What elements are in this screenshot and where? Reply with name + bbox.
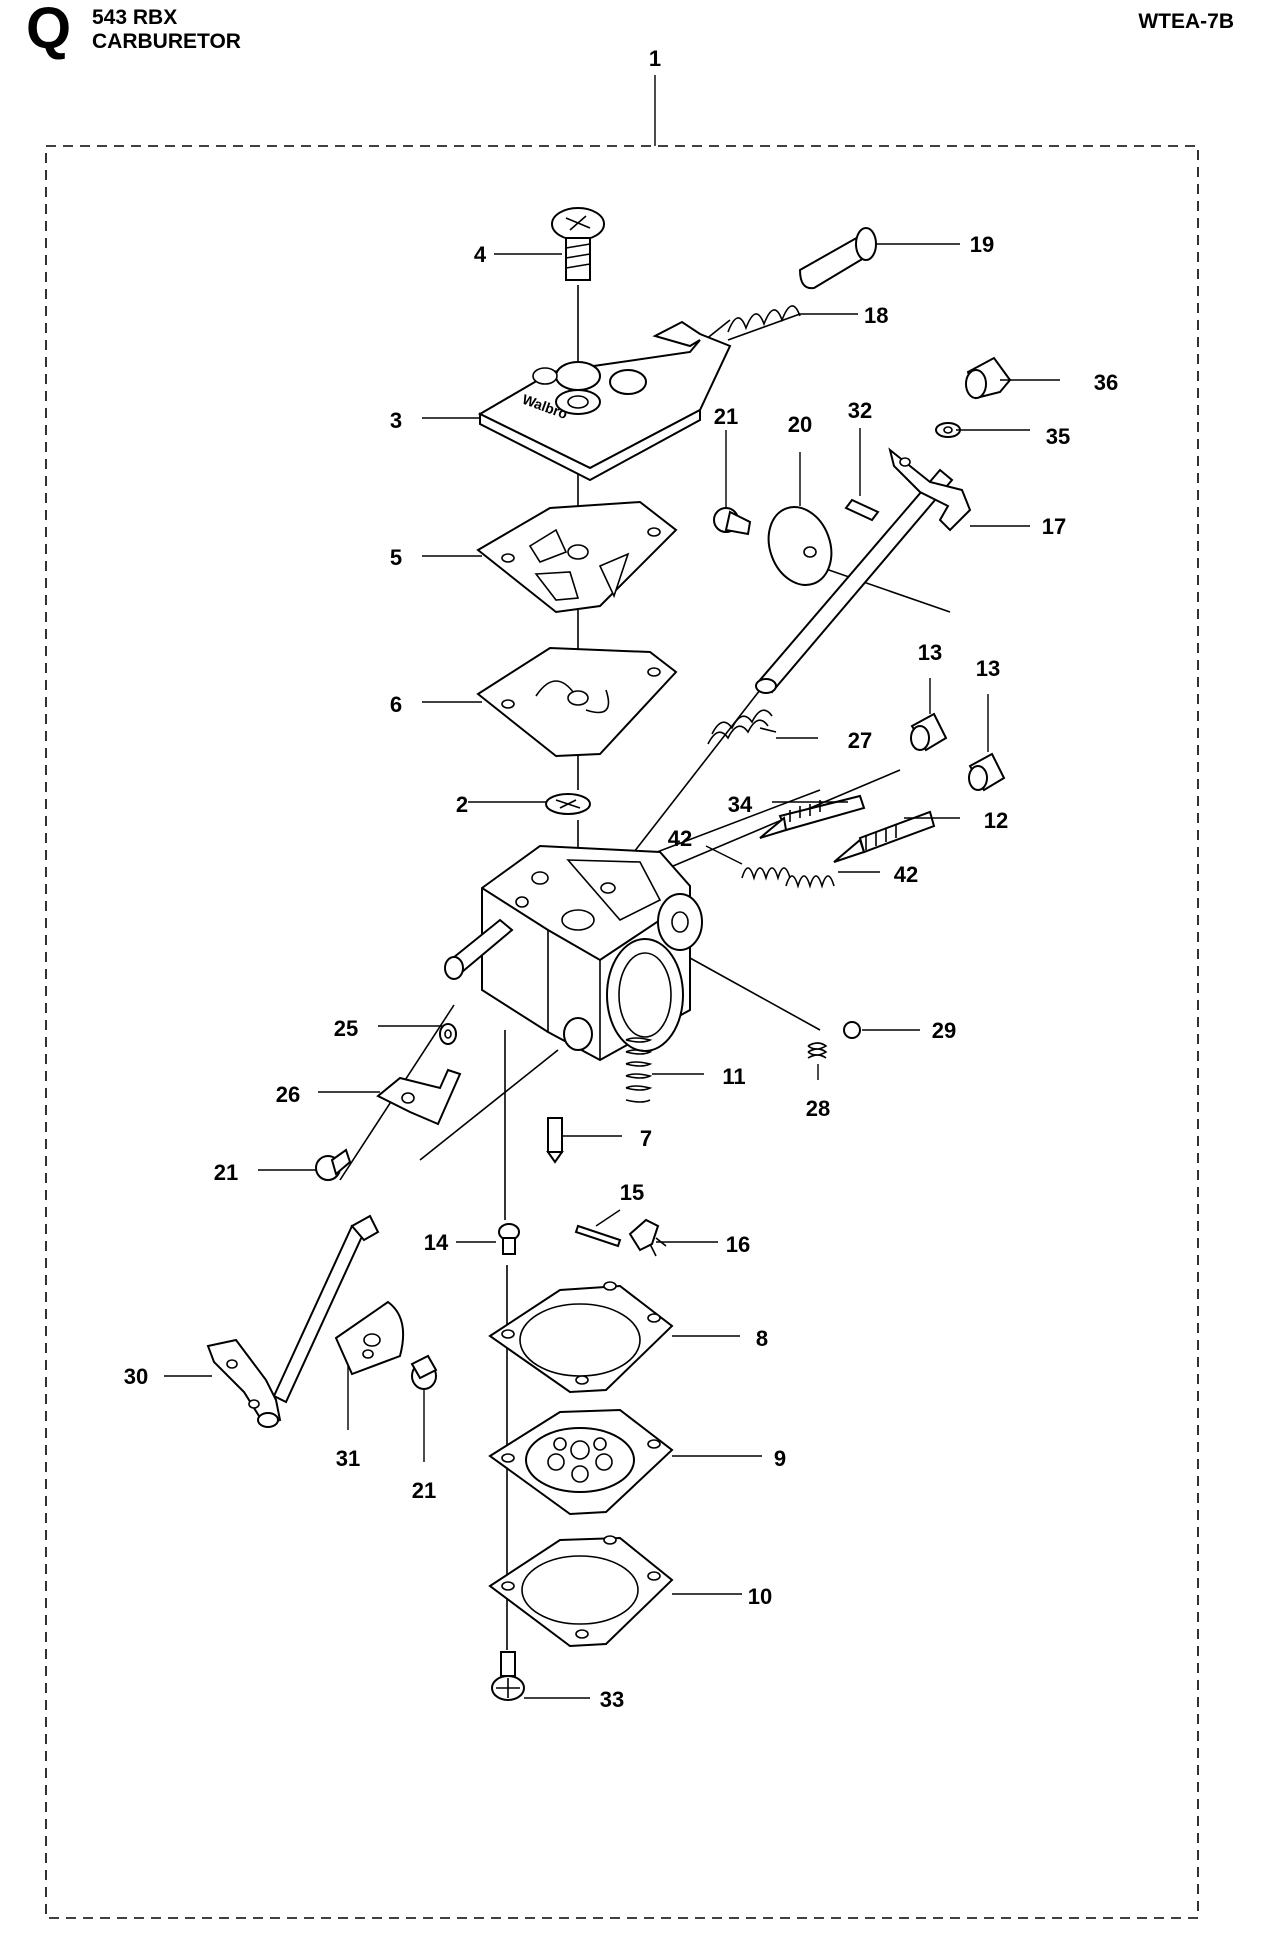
callout-28: 28 (806, 1096, 830, 1121)
part-12-needle (833, 810, 936, 863)
part-34-needle (759, 794, 866, 839)
callout-21-upper: 21 (714, 404, 738, 429)
callout-15: 15 (620, 1180, 644, 1205)
callouts: 1 4 19 18 36 3 21 20 32 35 17 5 13 13 6 … (124, 46, 1118, 1712)
part-26-lever (376, 1068, 462, 1126)
callout-5: 5 (390, 545, 402, 570)
drawing-code: WTEA-7B (1138, 10, 1234, 33)
part-42-spring (785, 875, 835, 889)
part-35-washer (935, 422, 961, 438)
part-29-ball (843, 1021, 861, 1039)
part-32-clip (844, 498, 880, 522)
part-6-diaphragm (476, 646, 678, 758)
part-2-screen (545, 793, 591, 815)
callout-21-lower: 21 (412, 1478, 436, 1503)
callout-42-right: 42 (894, 862, 918, 887)
part-21-screw (410, 1354, 438, 1390)
part-8-gasket (488, 1281, 674, 1394)
part-28-spring (807, 1042, 828, 1059)
part-5-gasket (476, 500, 678, 614)
part-10-gasket (488, 1535, 674, 1648)
callout-20: 20 (788, 412, 812, 437)
part-15-pin (574, 1224, 622, 1248)
callout-17: 17 (1042, 514, 1066, 539)
callout-27: 27 (848, 728, 872, 753)
callout-7: 7 (640, 1126, 652, 1151)
callout-8: 8 (756, 1326, 768, 1351)
callout-2: 2 (456, 792, 468, 817)
callout-13-right: 13 (976, 656, 1000, 681)
part-13-limiter-cap (910, 712, 948, 752)
callout-21-left: 21 (214, 1160, 238, 1185)
callout-19: 19 (970, 232, 994, 257)
part-30-choke-shaft (206, 1214, 380, 1428)
callout-1: 1 (649, 46, 661, 71)
leader-lines (164, 243, 1060, 1699)
part-9-diaphragm (488, 1408, 674, 1516)
model-name: 543 RBX (92, 6, 178, 29)
callout-34: 34 (728, 792, 753, 817)
callout-16: 16 (726, 1232, 750, 1257)
part-21-screw (713, 507, 752, 536)
callout-25: 25 (334, 1016, 358, 1041)
part-21-screw (315, 1148, 352, 1181)
section-letter: Q (26, 0, 72, 61)
callout-12: 12 (984, 808, 1008, 833)
part-14-screw (498, 1223, 520, 1255)
callout-42-left: 42 (668, 826, 692, 851)
part-3-pump-cover: Walbro (477, 320, 732, 482)
part-25-washer (439, 1023, 457, 1045)
callout-3: 3 (390, 408, 402, 433)
callout-18: 18 (864, 303, 888, 328)
callout-13-left: 13 (918, 640, 942, 665)
part-20-throttle-plate (767, 506, 833, 586)
callout-32: 32 (848, 398, 872, 423)
callout-4: 4 (474, 242, 487, 267)
carburetor-body (444, 844, 703, 1062)
callout-35: 35 (1046, 424, 1070, 449)
callout-6: 6 (390, 692, 402, 717)
page-title: CARBURETOR (92, 30, 241, 53)
part-17-throttle-shaft (755, 447, 972, 694)
part-36-cap (965, 356, 1012, 400)
part-7-inlet-needle (546, 1117, 564, 1164)
part-31-choke-plate (334, 1300, 404, 1376)
part-11-spring (625, 1037, 653, 1103)
callout-26: 26 (276, 1082, 300, 1107)
part-27-spring (707, 709, 777, 745)
callout-29: 29 (932, 1018, 956, 1043)
part-42-spring (741, 867, 791, 881)
callout-10: 10 (748, 1584, 772, 1609)
part-18-spring (727, 305, 801, 341)
part-13-limiter-cap (968, 752, 1006, 792)
part-16-lever (628, 1218, 667, 1257)
part-4-screw (551, 207, 605, 281)
callout-11: 11 (722, 1064, 745, 1089)
part-19-knob (798, 227, 877, 290)
part-33-screw (491, 1651, 525, 1701)
callout-9: 9 (774, 1446, 786, 1471)
callout-33: 33 (600, 1687, 624, 1712)
callout-14: 14 (424, 1230, 449, 1255)
callout-30: 30 (124, 1364, 148, 1389)
callout-36: 36 (1094, 370, 1118, 395)
callout-31: 31 (336, 1446, 360, 1471)
